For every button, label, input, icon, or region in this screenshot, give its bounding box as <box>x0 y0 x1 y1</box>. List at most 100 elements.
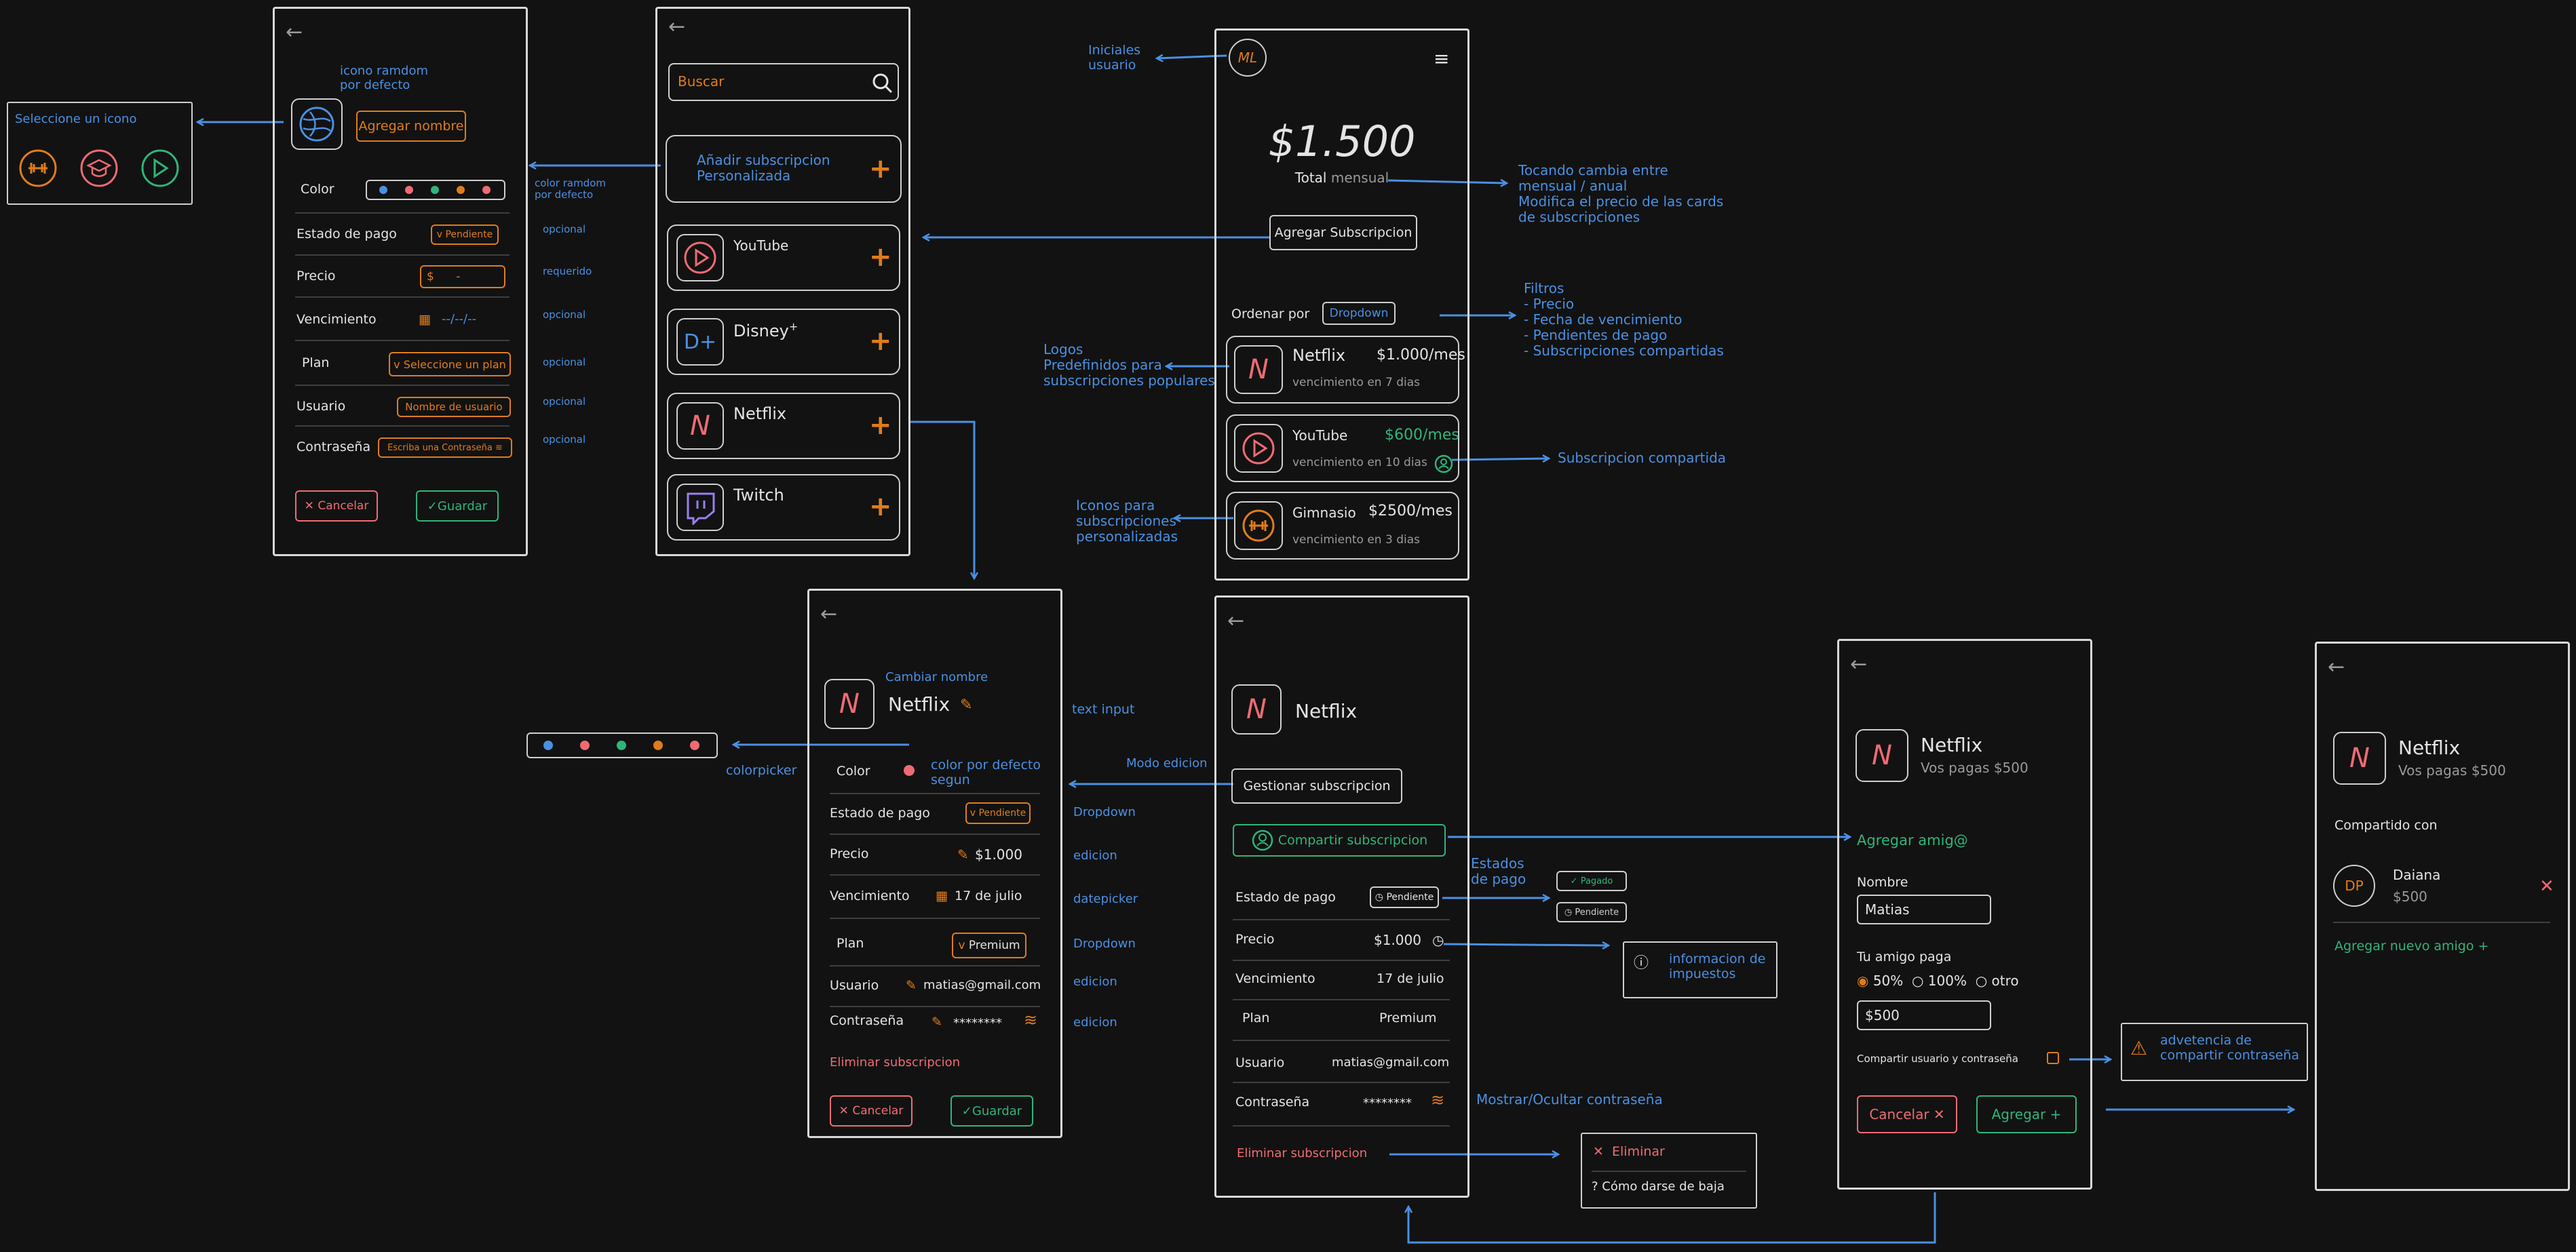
you-pay: Vos pagas $500 <box>2398 762 2506 779</box>
wifi-icon[interactable]: ≋ <box>1431 1091 1445 1110</box>
due-input[interactable]: --/--/-- <box>442 312 477 326</box>
add-subscription-button[interactable]: Agregar Subscripcion <box>1269 215 1417 250</box>
payment-label: Estado de pago <box>296 227 397 241</box>
warning-tooltip: ⚠ advetencia de compartir contraseña <box>2121 1023 2308 1081</box>
delete-subscription-link[interactable]: Eliminar subscripcion <box>830 1055 961 1070</box>
due-input[interactable]: 17 de julio <box>955 888 1022 903</box>
note-user: opcional <box>543 395 586 408</box>
plan-dropdown[interactable]: v Seleccione un plan <box>389 352 511 376</box>
cancel-button[interactable]: ✕ Cancelar <box>295 490 378 522</box>
friend-pays-label: Tu amigo paga <box>1857 950 1952 964</box>
dumbbell-icon <box>1242 509 1275 542</box>
plus-icon[interactable]: + <box>869 241 892 273</box>
name-input[interactable]: Netflix <box>888 693 950 716</box>
password-input[interactable]: Escriba una Contraseña ≋ <box>378 437 512 458</box>
netflix-logo: N <box>1231 684 1282 735</box>
remove-friend-icon[interactable]: ✕ <box>2539 876 2554 897</box>
netflix-logo: N <box>1234 345 1283 394</box>
search-icon <box>872 73 893 94</box>
password-label: Contraseña <box>296 439 371 454</box>
price-input[interactable]: $ - <box>420 265 505 288</box>
note-due: opcional <box>543 309 586 321</box>
add-new-friend-link[interactable]: Agregar nuevo amigo + <box>2334 939 2489 954</box>
user-input[interactable]: matias@gmail.com <box>923 978 1041 992</box>
manage-subscription-button[interactable]: Gestionar subscripcion <box>1231 768 1402 804</box>
list-item-disney[interactable]: D+ Disney+ + <box>667 309 900 375</box>
custom-icon-button[interactable] <box>291 98 343 150</box>
card-gimnasio[interactable]: Gimnasio $2500/mes vencimiento en 3 dias <box>1226 492 1459 560</box>
save-button[interactable]: ✓Guardar <box>416 490 499 522</box>
back-arrow-icon[interactable]: ← <box>820 602 838 626</box>
play-icon <box>684 241 716 274</box>
plan-dropdown[interactable]: v Premium <box>952 933 1026 958</box>
screen-shared: ← N Netflix Vos pagas $500 Compartido co… <box>2315 642 2570 1191</box>
price-label: Precio <box>296 269 336 283</box>
icon-picker-options <box>19 149 179 187</box>
payment-dropdown[interactable]: v Pendiente <box>431 224 499 245</box>
clock-icon[interactable]: ◷ <box>1432 932 1444 948</box>
price-input[interactable]: $1.000 <box>975 846 1022 863</box>
plus-icon[interactable]: + <box>869 153 892 184</box>
share-credentials-checkbox[interactable] <box>2047 1052 2059 1064</box>
friend-name-input[interactable]: Matias <box>1857 895 1991 924</box>
list-item-netflix[interactable]: N Netflix + <box>667 393 900 459</box>
list-item-twitch[interactable]: Twitch + <box>667 474 900 541</box>
calendar-icon[interactable]: ▦ <box>936 888 948 903</box>
split-options[interactable]: ◉ 50% ○ 100% ○ otro <box>1857 973 2019 989</box>
payment-status-badge[interactable]: ◷ Pendiente <box>1370 886 1439 908</box>
back-arrow-icon[interactable]: ← <box>1227 609 1245 633</box>
add-button[interactable]: Agregar + <box>1976 1095 2077 1133</box>
custom-subscription-item[interactable]: Añadir subscripcion Personalizada + <box>666 135 902 203</box>
close-icon: ✕ <box>1933 1106 1945 1122</box>
amount-input[interactable]: $500 <box>1857 1000 1991 1030</box>
order-dropdown[interactable]: Dropdown <box>1322 302 1396 325</box>
pencil-icon[interactable]: ✎ <box>957 846 969 863</box>
back-arrow-icon[interactable]: ← <box>286 20 303 44</box>
cancel-button[interactable]: ✕ Cancelar <box>830 1095 912 1127</box>
play-icon <box>141 149 179 187</box>
user-input[interactable]: Nombre de usuario <box>397 397 511 417</box>
wifi-icon[interactable]: ≋ <box>1024 1011 1038 1030</box>
total-toggle[interactable]: Total mensual <box>1294 170 1389 186</box>
pencil-icon[interactable]: ✎ <box>931 1015 942 1030</box>
subscription-name: Netflix <box>1295 700 1358 722</box>
color-picker[interactable] <box>366 180 505 200</box>
plan-value: Premium <box>1379 1011 1437 1025</box>
state-pending-badge: ◷ Pendiente <box>1556 902 1627 922</box>
how-to-cancel-option[interactable]: ? Cómo darse de baja <box>1592 1179 1725 1194</box>
list-item-youtube[interactable]: YouTube + <box>667 224 900 291</box>
card-netflix[interactable]: N Netflix $1.000/mes vencimiento en 7 di… <box>1226 336 1465 404</box>
note-user: edicion <box>1073 975 1117 989</box>
plus-icon[interactable]: + <box>869 491 892 522</box>
back-arrow-icon[interactable]: ← <box>668 15 686 39</box>
avatar[interactable]: ML <box>1229 39 1267 77</box>
plan-label: Plan <box>837 936 864 951</box>
add-name-input[interactable]: Agregar nombre <box>356 111 466 142</box>
payment-dropdown[interactable]: v Pendiente <box>965 802 1031 824</box>
color-label: Color <box>301 182 334 197</box>
save-button[interactable]: ✓Guardar <box>950 1095 1033 1127</box>
card-youtube[interactable]: YouTube $600/mes vencimiento en 10 dias <box>1226 414 1459 482</box>
cancel-button[interactable]: Cancelar ✕ <box>1857 1095 1957 1133</box>
colorpicker-popup[interactable] <box>526 732 718 758</box>
back-arrow-icon[interactable]: ← <box>2328 655 2345 679</box>
password-input[interactable]: ******** <box>953 1016 1002 1030</box>
plus-icon[interactable]: + <box>869 410 892 441</box>
delete-option[interactable]: ✕ Eliminar <box>1593 1144 1665 1159</box>
plus-icon[interactable]: + <box>869 326 892 357</box>
share-subscription-button[interactable]: Compartir subscripcion <box>1233 824 1446 857</box>
search-input[interactable]: Buscar <box>668 63 899 101</box>
menu-icon[interactable]: ≡ <box>1434 47 1450 70</box>
screen-share: ← N Netflix Vos pagas $500 Agregar amig@… <box>1837 639 2092 1190</box>
due-label: Vencimiento <box>296 312 377 327</box>
pencil-icon[interactable]: ✎ <box>960 697 973 713</box>
screen-add-list: ← Buscar Añadir subscripcion Personaliza… <box>655 7 910 556</box>
subscription-name: Netflix <box>2398 737 2461 759</box>
pencil-icon[interactable]: ✎ <box>906 978 917 993</box>
globe-icon <box>299 106 334 142</box>
back-arrow-icon[interactable]: ← <box>1850 652 1868 676</box>
delete-subscription-link[interactable]: Eliminar subscripcion <box>1237 1146 1368 1160</box>
calendar-icon[interactable]: ▦ <box>419 312 431 327</box>
list-item-label: Disney+ <box>733 320 799 340</box>
note-payment-states: Estados de pago <box>1471 855 1526 887</box>
